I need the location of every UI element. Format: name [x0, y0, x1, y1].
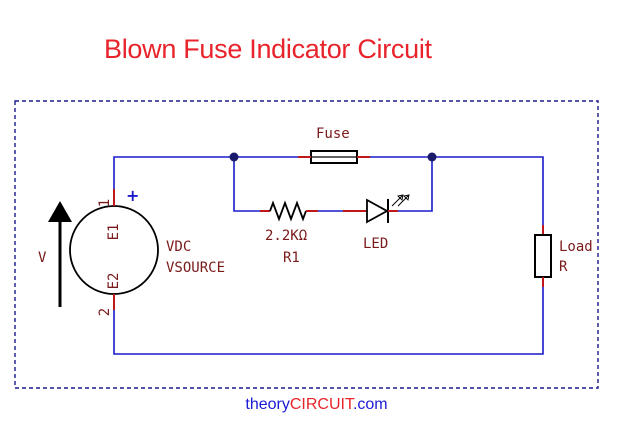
- voltage-arrow-icon: [48, 201, 72, 307]
- diagram-title: Blown Fuse Indicator Circuit: [104, 34, 432, 64]
- credit-watermark: theoryCIRCUIT.com: [0, 396, 633, 414]
- wires: [113, 156, 544, 355]
- voltage-source-symbol: [69, 189, 159, 310]
- source-pin1-name: E1: [106, 224, 122, 241]
- source-pin1-number: 1: [97, 199, 113, 207]
- credit-part-3: .com: [352, 396, 388, 413]
- source-pin2-number: 2: [97, 308, 113, 316]
- junction-dot-right: [427, 152, 437, 162]
- dashed-border: [14, 100, 599, 389]
- wire-branch-right: [391, 157, 433, 212]
- credit-part-2: CIRCUIT: [289, 396, 353, 413]
- credit-part-1: theory: [245, 396, 290, 413]
- resistor-ref-label: R1: [283, 250, 300, 266]
- source-pin2-name: E2: [106, 273, 122, 290]
- wire-bottom: [113, 278, 544, 355]
- voltage-label: V: [38, 250, 47, 266]
- resistor-symbol: [260, 200, 318, 222]
- junction-dot-left: [229, 152, 239, 162]
- resistor-value-label: 2.2KΩ: [265, 228, 307, 244]
- wire-top-right: [357, 156, 544, 233]
- led-label: LED: [363, 236, 388, 252]
- source-type-label: VDC: [166, 239, 191, 255]
- wire-top-left: [113, 156, 311, 194]
- source-ref-label: VSOURCE: [166, 260, 225, 276]
- plus-sign: +: [126, 186, 139, 205]
- led-symbol: [343, 194, 410, 224]
- load-ref-label: R: [559, 259, 568, 275]
- load-label: Load: [559, 239, 593, 255]
- load-symbol: [534, 225, 552, 287]
- fuse-label: Fuse: [316, 126, 350, 142]
- wire-branch-left: [233, 157, 260, 212]
- fuse-symbol: [298, 150, 370, 164]
